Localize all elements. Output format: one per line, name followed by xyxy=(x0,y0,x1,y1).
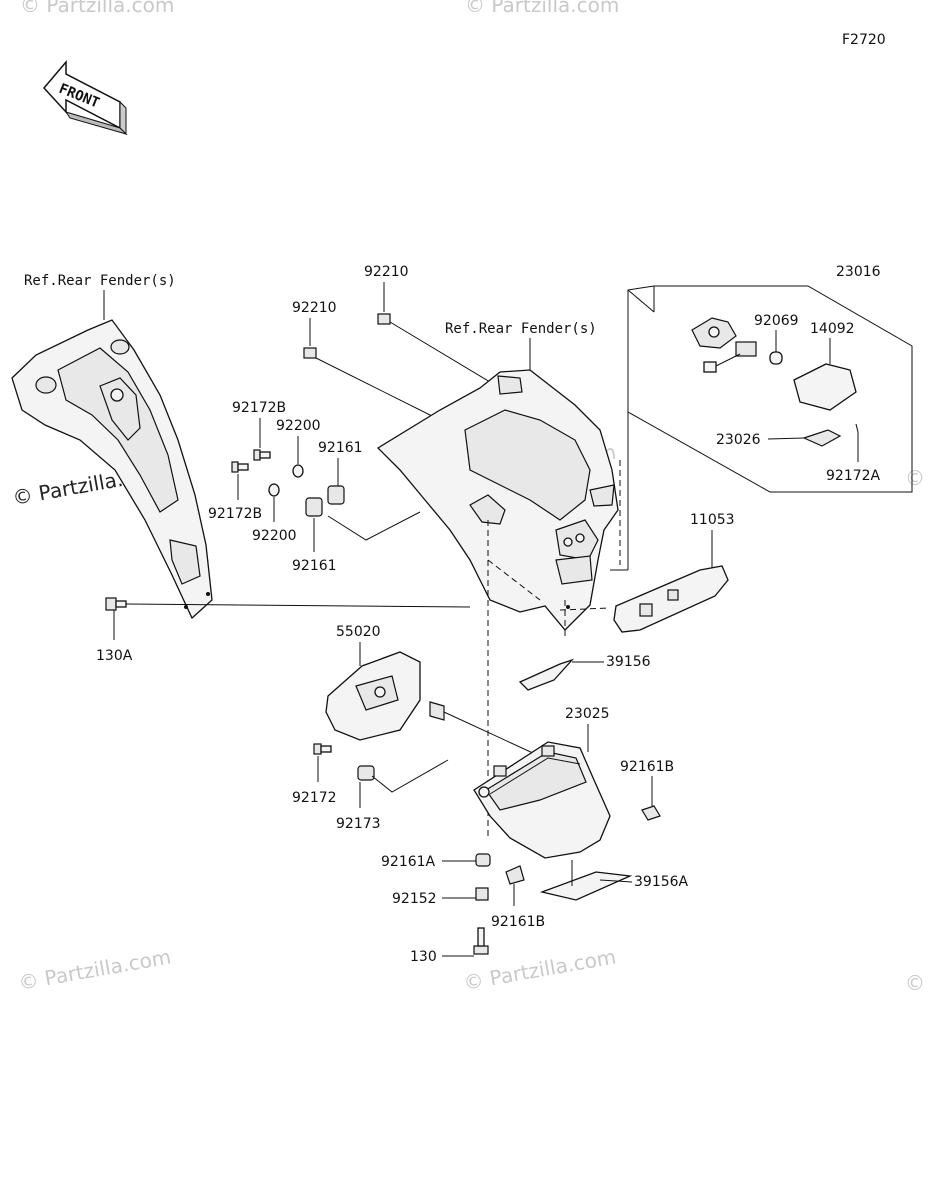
label-92152: 92152 xyxy=(392,891,437,907)
grommet-92161a-icon xyxy=(475,853,491,867)
nut-92173-icon xyxy=(357,765,375,781)
ref-rear-fender-left: Ref.Rear Fender(s) xyxy=(24,273,176,289)
label-92161-bottom: 92161 xyxy=(292,558,337,574)
diagram-code: F2720 xyxy=(842,32,886,48)
grommet-92161-bottom-icon xyxy=(305,497,323,517)
bolt-130-icon xyxy=(473,927,489,955)
label-92172b-bottom: 92172B xyxy=(208,506,262,522)
label-39156a: 39156A xyxy=(634,874,689,890)
watermark-text: © Partzilla.com xyxy=(17,944,173,994)
label-92161-top: 92161 xyxy=(318,440,363,456)
label-11053: 11053 xyxy=(690,512,735,528)
label-23025: 23025 xyxy=(565,706,610,722)
ref-rear-fender-center: Ref.Rear Fender(s) xyxy=(445,321,597,337)
collar-92152-icon xyxy=(475,887,489,901)
label-92172a: 92172A xyxy=(826,468,881,484)
watermark-text: © Partzilla.com xyxy=(905,971,929,995)
label-92173: 92173 xyxy=(336,816,381,832)
clip-92210-top-icon xyxy=(377,313,391,325)
label-92161b-top: 92161B xyxy=(620,759,674,775)
watermark-text: © Partzilla.com xyxy=(20,0,174,17)
label-92210-top: 92210 xyxy=(364,264,409,280)
label-23016: 23016 xyxy=(836,264,881,280)
bulb-92069-icon xyxy=(769,351,783,365)
lens-14092-icon xyxy=(793,363,857,411)
washer-92200-top-icon xyxy=(292,464,304,478)
pad-39156a-icon xyxy=(539,871,633,901)
label-92200-bottom: 92200 xyxy=(252,528,297,544)
washer-92200-bottom-icon xyxy=(268,483,280,497)
label-92210-left: 92210 xyxy=(292,300,337,316)
bolt-130a-icon xyxy=(105,597,127,611)
clip-92210-left-icon xyxy=(303,347,317,359)
watermark-text: © Partzilla.com xyxy=(905,466,929,490)
screw-92172b-bottom-icon xyxy=(231,461,249,473)
label-92069: 92069 xyxy=(754,313,799,329)
label-23026: 23026 xyxy=(716,432,761,448)
label-92161b-bottom: 92161B xyxy=(491,914,545,930)
label-14092: 14092 xyxy=(810,321,855,337)
bracket-55020-part xyxy=(325,651,549,761)
label-130a: 130A xyxy=(96,648,133,664)
screw-92172-icon xyxy=(313,743,332,755)
label-92172b-top: 92172B xyxy=(232,400,286,416)
turn-signal-assembly-23016 xyxy=(691,317,859,447)
label-130: 130 xyxy=(410,949,437,965)
grommet-92161b-top-icon xyxy=(641,805,661,821)
tail-lamp-23025-part xyxy=(473,741,611,859)
bracket-11053-part xyxy=(613,565,729,633)
label-92200-top: 92200 xyxy=(276,418,321,434)
pad-39156-icon xyxy=(518,658,575,691)
front-arrow-icon: FRONT xyxy=(43,59,128,136)
reflector-23026-icon xyxy=(802,429,842,447)
rear-fender-left-part xyxy=(11,319,213,620)
label-92161a: 92161A xyxy=(381,854,436,870)
watermark-text: © Partzilla.com xyxy=(465,0,619,17)
label-55020: 55020 xyxy=(336,624,381,640)
rear-fender-center-part xyxy=(376,369,619,631)
grommet-92161b-bottom-icon xyxy=(505,865,525,885)
screw-92172b-top-icon xyxy=(253,449,271,461)
grommet-92161-top-icon xyxy=(327,485,345,505)
label-92172: 92172 xyxy=(292,790,337,806)
label-39156: 39156 xyxy=(606,654,651,670)
